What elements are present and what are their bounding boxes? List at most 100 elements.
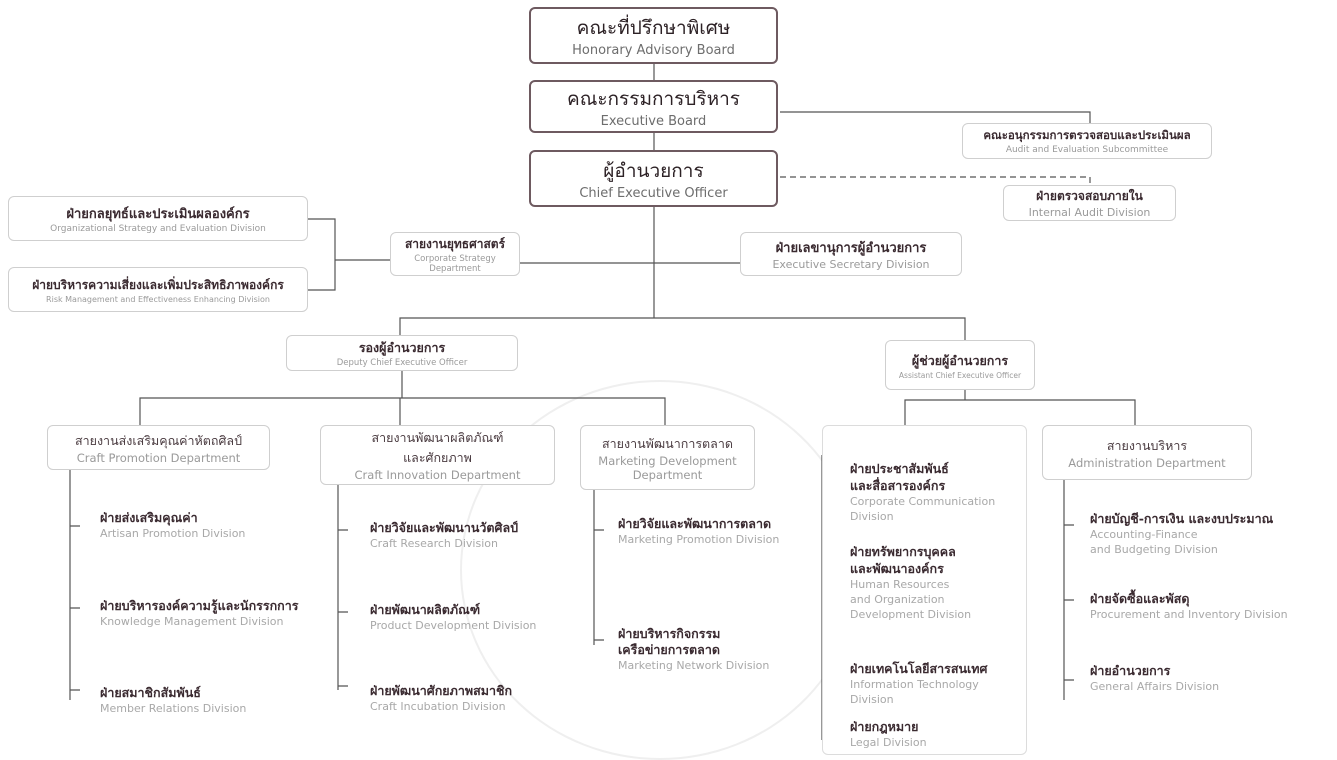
division-th: และพัฒนาองค์กร [850, 561, 944, 576]
audit-subcommittee: คณะอนุกรรมการตรวจสอบและประเมินผล Audit a… [962, 123, 1212, 159]
marketing-en1: Marketing Development [598, 453, 737, 468]
division-th: ฝ่ายประชาสัมพันธ์ [850, 461, 949, 476]
division-th: ฝ่ายอำนวยการ [1090, 663, 1171, 678]
division-th: และสื่อสารองค์กร [850, 478, 946, 493]
honorary-advisory-board: คณะที่ปรึกษาพิเศษ Honorary Advisory Boar… [529, 7, 778, 64]
org-strategy-th: ฝ่ายกลยุทธ์และประเมินผลองค์กร [66, 207, 250, 222]
division-item: ฝ่ายส่งเสริมคุณค่า Artisan Promotion Div… [100, 510, 245, 541]
craft-promotion-department: สายงานส่งเสริมคุณค่าหัตถศิลป์ Craft Prom… [47, 425, 270, 470]
division-th: ฝ่ายวิจัยและพัฒนานวัตศิลป์ [370, 520, 519, 535]
org-strategy-division: ฝ่ายกลยุทธ์และประเมินผลองค์กร Organizati… [8, 196, 308, 241]
division-en: Knowledge Management Division [100, 615, 284, 628]
division-item: ฝ่ายอำนวยการ General Affairs Division [1090, 662, 1219, 694]
division-th: ฝ่ายบริหารกิจกรรม [618, 626, 721, 641]
corp-strategy-th: สายงานยุทธศาสตร์ [404, 236, 506, 251]
assistant-en: Assistant Chief Executive Officer [898, 370, 1022, 380]
marketing-en2: Department [632, 467, 703, 482]
admin-th: สายงานบริหาร [1106, 437, 1188, 453]
division-th: ฝ่ายพัฒนาผลิตภัณฑ์ [370, 602, 481, 617]
craft-innov-th2: และศักยภาพ [403, 450, 472, 465]
internal-audit-en: Internal Audit Division [1028, 206, 1151, 219]
division-item: ฝ่ายบริหารกิจกรรม เครือข่ายการตลาด Marke… [618, 626, 769, 673]
risk-th: ฝ่ายบริหารความเสี่ยงและเพิ่มประสิทธิภาพอ… [32, 277, 284, 292]
assistant-divisions-box [822, 425, 1027, 755]
division-item: ฝ่ายพัฒนาศักยภาพสมาชิก Craft Incubation … [370, 683, 512, 714]
division-item: ฝ่ายกฎหมาย Legal Division [850, 718, 927, 750]
division-en: Procurement and Inventory Division [1090, 608, 1288, 621]
audit-sub-en: Audit and Evaluation Subcommittee [1005, 145, 1169, 155]
craft-promo-en: Craft Promotion Department [76, 450, 241, 465]
deputy-th: รองผู้อำนวยการ [358, 340, 446, 355]
division-item: ฝ่ายวิจัยและพัฒนาการตลาด Marketing Promo… [618, 516, 779, 547]
division-en: Craft Research Division [370, 537, 498, 550]
division-en: and Organization [850, 593, 945, 606]
division-en: Marketing Promotion Division [618, 533, 780, 546]
risk-en: Risk Management and Effectiveness Enhanc… [46, 294, 270, 304]
ceo-title-th: ผู้อำนวยการ [603, 160, 704, 182]
craft-innov-th1: สายงานพัฒนาผลิตภัณฑ์ [371, 430, 504, 445]
craft-innovation-department: สายงานพัฒนาผลิตภัณฑ์ และศักยภาพ Craft In… [320, 425, 555, 485]
division-en: Craft Incubation Division [370, 700, 506, 713]
division-en: Information Technology [850, 678, 979, 691]
admin-en: Administration Department [1068, 455, 1226, 470]
executive-board: คณะกรรมการบริหาร Executive Board [529, 80, 778, 133]
division-th: ฝ่ายสมาชิกสัมพันธ์ [100, 685, 201, 700]
internal-audit-th: ฝ่ายตรวจสอบภายใน [1036, 189, 1143, 203]
division-item: ฝ่ายบัญชี-การเงิน และงบประมาณ Accounting… [1090, 510, 1273, 557]
division-en: Human Resources [850, 578, 950, 591]
division-en: Division [850, 510, 894, 523]
chief-executive-officer: ผู้อำนวยการ Chief Executive Officer [529, 150, 778, 207]
division-item: ฝ่ายสมาชิกสัมพันธ์ Member Relations Divi… [100, 685, 246, 716]
division-th: ฝ่ายจัดซื้อและพัสดุ [1090, 591, 1190, 606]
division-en: General Affairs Division [1090, 680, 1220, 693]
deputy-ceo: รองผู้อำนวยการ Deputy Chief Executive Of… [286, 335, 518, 371]
assistant-th: ผู้ช่วยผู้อำนวยการ [911, 352, 1009, 368]
corp-strategy-en: Corporate Strategy Department [414, 253, 496, 274]
division-en: Artisan Promotion Division [100, 527, 246, 540]
exec-secretary-th: ฝ่ายเลขานุการผู้อำนวยการ [775, 241, 927, 256]
honorary-title-th: คณะที่ปรึกษาพิเศษ [576, 17, 731, 39]
craft-promo-th: สายงานส่งเสริมคุณค่าหัตถศิลป์ [74, 432, 243, 448]
division-th: ฝ่ายส่งเสริมคุณค่า [100, 510, 198, 525]
org-strategy-en: Organizational Strategy and Evaluation D… [50, 224, 266, 234]
division-th: ฝ่ายพัฒนาศักยภาพสมาชิก [370, 683, 513, 698]
division-en: Division [850, 693, 894, 706]
division-item: ฝ่ายบริหารองค์ความรู้และนักรรกการ Knowle… [100, 598, 298, 629]
division-th: ฝ่ายวิจัยและพัฒนาการตลาด [618, 516, 772, 531]
division-item: ฝ่ายเทคโนโลยีสารสนเทศ Information Techno… [850, 660, 987, 707]
division-en: Corporate Communication [850, 495, 996, 508]
division-en: Product Development Division [370, 619, 537, 632]
division-th: ฝ่ายเทคโนโลยีสารสนเทศ [850, 661, 988, 676]
corporate-strategy-department: สายงานยุทธศาสตร์ Corporate Strategy Depa… [390, 232, 520, 276]
division-item: ฝ่ายวิจัยและพัฒนานวัตศิลป์ Craft Researc… [370, 520, 518, 551]
marketing-development-department: สายงานพัฒนาการตลาด Marketing Development… [580, 425, 755, 490]
division-th: ฝ่ายบริหารองค์ความรู้และนักรรกการ [100, 598, 299, 613]
division-en: and Budgeting Division [1090, 543, 1218, 556]
craft-innov-en: Craft Innovation Department [354, 468, 521, 482]
division-en: Accounting-Finance [1090, 528, 1198, 541]
division-en: Member Relations Division [100, 702, 247, 715]
division-item: ฝ่ายพัฒนาผลิตภัณฑ์ Product Development D… [370, 602, 536, 633]
assistant-ceo: ผู้ช่วยผู้อำนวยการ Assistant Chief Execu… [885, 340, 1035, 390]
audit-sub-th: คณะอนุกรรมการตรวจสอบและประเมินผล [983, 128, 1191, 142]
division-en: Development Division [850, 608, 972, 621]
division-item: ฝ่ายทรัพยากรบุคคล และพัฒนาองค์กร Human R… [850, 543, 971, 622]
internal-audit-division: ฝ่ายตรวจสอบภายใน Internal Audit Division [1003, 185, 1176, 221]
division-en: Marketing Network Division [618, 659, 770, 672]
division-th: ฝ่ายบัญชี-การเงิน และงบประมาณ [1090, 511, 1274, 526]
division-th: ฝ่ายกฎหมาย [850, 719, 919, 734]
risk-management-division: ฝ่ายบริหารความเสี่ยงและเพิ่มประสิทธิภาพอ… [8, 267, 308, 312]
division-item: ฝ่ายประชาสัมพันธ์ และสื่อสารองค์กร Corpo… [850, 460, 995, 524]
division-th: ฝ่ายทรัพยากรบุคคล [850, 544, 956, 559]
honorary-title-en: Honorary Advisory Board [572, 43, 735, 58]
marketing-th: สายงานพัฒนาการตลาด [602, 435, 733, 451]
administration-department: สายงานบริหาร Administration Department [1042, 425, 1252, 480]
executive-title-th: คณะกรรมการบริหาร [566, 88, 741, 110]
division-en: Legal Division [850, 736, 927, 749]
division-item: ฝ่ายจัดซื้อและพัสดุ Procurement and Inve… [1090, 590, 1288, 622]
ceo-title-en: Chief Executive Officer [579, 186, 728, 201]
exec-secretary-en: Executive Secretary Division [772, 258, 930, 271]
division-th: เครือข่ายการตลาด [618, 642, 720, 657]
executive-title-en: Executive Board [600, 114, 707, 129]
executive-secretary-division: ฝ่ายเลขานุการผู้อำนวยการ Executive Secre… [740, 232, 962, 276]
